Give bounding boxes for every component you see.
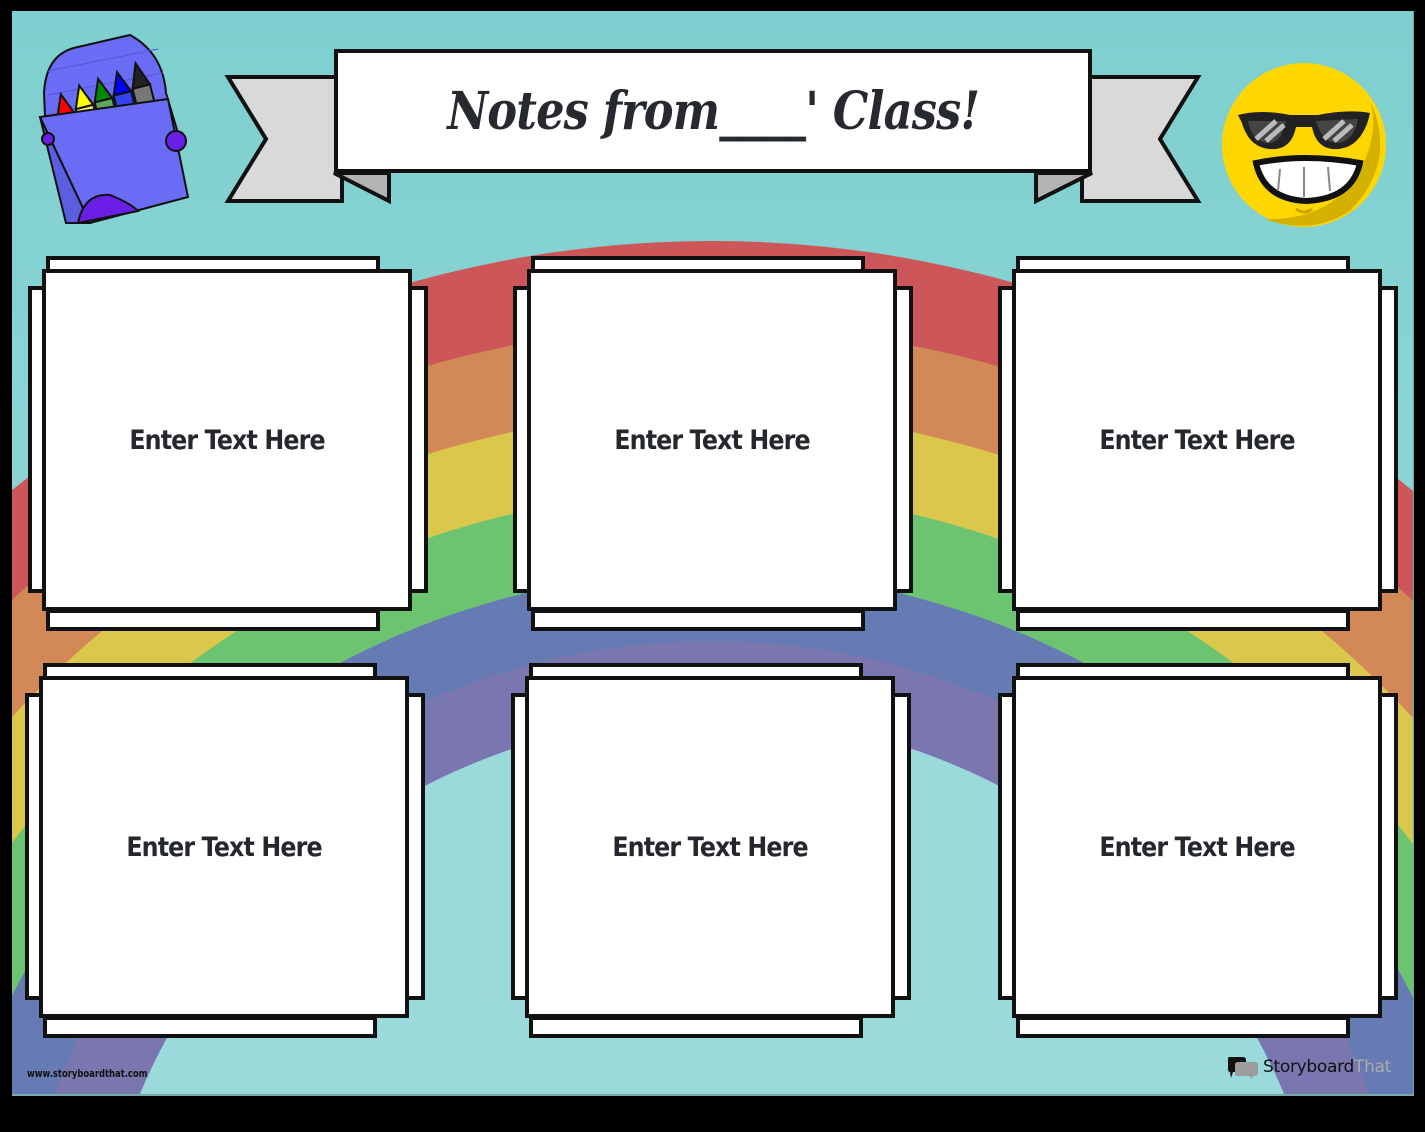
note-card-text[interactable]: Enter Text Here [126,831,322,863]
note-card: Enter Text Here [25,663,425,1038]
note-card: Enter Text Here [28,256,428,631]
worksheet-poster: Notes from____' Class! Enter Text Here E… [12,11,1414,1096]
note-card-textbox[interactable]: Enter Text Here [525,676,895,1018]
note-card: Enter Text Here [511,663,911,1038]
note-card-textbox[interactable]: Enter Text Here [1012,269,1382,611]
note-card-text[interactable]: Enter Text Here [1099,424,1295,456]
note-card-text[interactable]: Enter Text Here [129,424,325,456]
banner-ribbon-left [224,75,391,205]
note-card-textbox[interactable]: Enter Text Here [1012,676,1382,1018]
note-card-textbox[interactable]: Enter Text Here [39,676,409,1018]
note-card-textbox[interactable]: Enter Text Here [527,269,897,611]
note-card-text[interactable]: Enter Text Here [1099,831,1295,863]
note-card: Enter Text Here [998,663,1398,1038]
title-banner: Notes from____' Class! [334,49,1092,173]
storyboardthat-logo: StoryboardThat [1227,1055,1391,1079]
sunglasses-smiley-icon [1222,63,1386,227]
crayon-box-icon [38,33,190,225]
speech-bubbles-icon [1228,1057,1258,1079]
note-card-textbox[interactable]: Enter Text Here [42,269,412,611]
brand-secondary: That [1354,1057,1392,1077]
note-card: Enter Text Here [513,256,913,631]
page-title[interactable]: Notes from____' Class! [447,80,980,142]
note-card: Enter Text Here [998,256,1398,631]
banner-ribbon-right [1034,75,1202,205]
footer-url: www.storyboardthat.com [27,1067,148,1080]
note-card-text[interactable]: Enter Text Here [614,424,810,456]
brand-primary: Storyboard [1263,1057,1354,1077]
note-card-text[interactable]: Enter Text Here [612,831,808,863]
